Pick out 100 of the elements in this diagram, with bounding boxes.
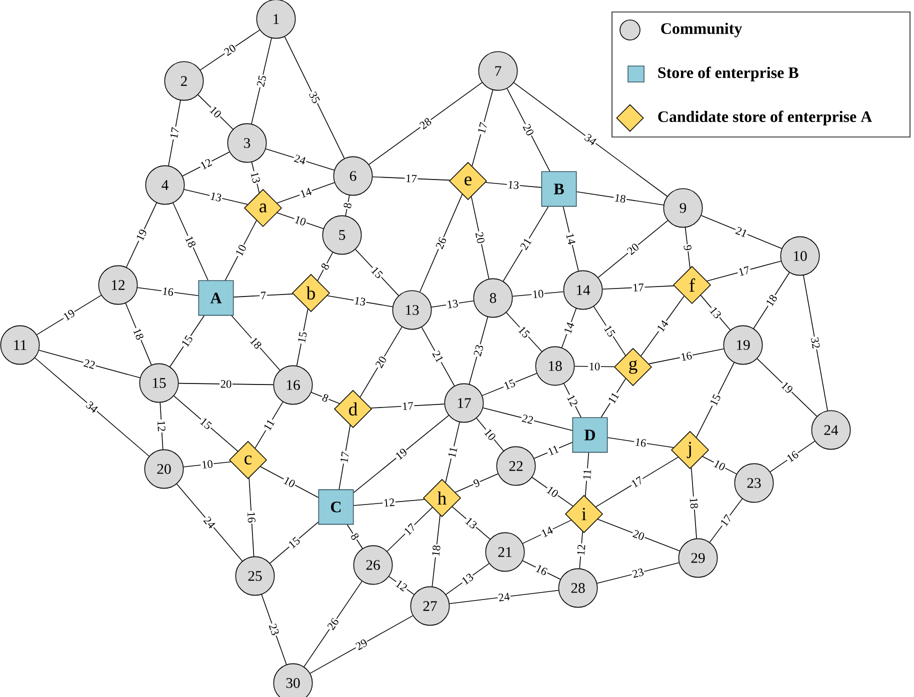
connector-line [600,378,626,418]
connector-line [251,38,272,124]
connector-line [502,206,549,282]
store-square: B [541,171,577,207]
connector-line [178,382,274,386]
edge-label: 16 [160,286,175,298]
edge-label: 18 [764,292,779,308]
connector-line [310,392,340,404]
edge-label: 17 [736,264,752,278]
edge-label: 11 [446,445,458,460]
connector-line [261,594,287,665]
edge-label: 22 [520,413,536,426]
edge-label: 8 [349,531,361,542]
edge-label: 16 [246,510,256,524]
edge-label: 21 [734,225,750,239]
connector-line [564,383,582,418]
connector-line [233,294,294,298]
connector-line [753,272,790,329]
connector-line [770,440,816,472]
edge-label: 19 [779,380,795,396]
connector-line [449,590,559,604]
edge-label: 17 [718,512,734,528]
connector-line [597,518,680,552]
connector-line [432,514,440,587]
edge-label: 10 [281,474,298,490]
connector-line [562,206,579,272]
connector-line [482,407,573,431]
connector-line [360,326,402,398]
connector-line [184,189,248,205]
connector-line [174,396,238,452]
edge-label: 13 [352,296,368,307]
edge-label: 15 [516,324,532,340]
edge-label: 19 [134,227,148,243]
edge-label: 25 [256,74,268,88]
edge-label: 20 [219,379,233,389]
edge-label: 15 [502,378,518,392]
connector-line [596,562,680,584]
edge-label: 24 [292,153,308,166]
edge-label: 34 [582,132,598,148]
connector-line [137,287,199,296]
connector-line [446,563,490,595]
edge-label: 14 [298,186,314,200]
edge-label: 28 [418,116,434,132]
connector-line [36,294,102,336]
connector-line [602,285,674,290]
connector-line [706,260,782,282]
edge-label: 12 [565,392,580,408]
connector-line [584,452,590,497]
connector-line [419,194,463,292]
edge-label: 11 [546,444,561,457]
connector-line [126,202,158,268]
edge-label: 13 [208,190,224,203]
edge-label: 20 [474,230,486,245]
connector-line [532,476,574,506]
edge-label: 20 [625,241,641,257]
connector-line [276,212,324,230]
connector-line [326,295,393,308]
edge-label: 26 [434,235,448,251]
edge-label: 10 [208,104,224,120]
edge-label: 15 [602,323,617,339]
edge-label: 10 [544,484,560,500]
connector-line [296,308,308,366]
connector-line [170,315,205,367]
edge-label: 13 [445,298,460,310]
connector-line [346,524,363,549]
edge-label: 8 [319,261,331,272]
connector-line [34,357,150,457]
connector-line [476,418,504,452]
connector-line [160,402,164,450]
edge-label: 12 [198,157,214,171]
edge-label: 19 [61,308,77,322]
connector-line [803,275,828,411]
connector-line [304,580,362,668]
connector-line [690,467,697,539]
edge-label: 8 [320,392,330,404]
edge-label: 14 [562,320,576,336]
edge-label: 7 [259,290,268,300]
connector-line [125,302,152,366]
connector-line [231,315,280,371]
connector-line [421,326,455,386]
connector-line [485,182,542,188]
edge-label: 18 [430,544,442,558]
edge-label: 18 [688,496,700,510]
connector-line [198,94,234,130]
edge-label: 15 [180,333,194,350]
edge-label: 22 [82,358,97,370]
connector-line [172,202,208,281]
connector-line [317,252,334,281]
edge-label: 23 [268,622,280,638]
connector-line [276,182,335,204]
connector-line [598,220,668,278]
edge-label: 19 [393,446,410,462]
connector-line [176,484,243,562]
edge-label: 17 [404,174,418,184]
edge-label: 23 [630,566,646,580]
edge-label: 9 [682,244,693,252]
edge-label: 24 [497,592,511,602]
edge-label: 17 [402,522,418,538]
edge-label: 20 [521,122,536,138]
connector-line [512,291,564,297]
